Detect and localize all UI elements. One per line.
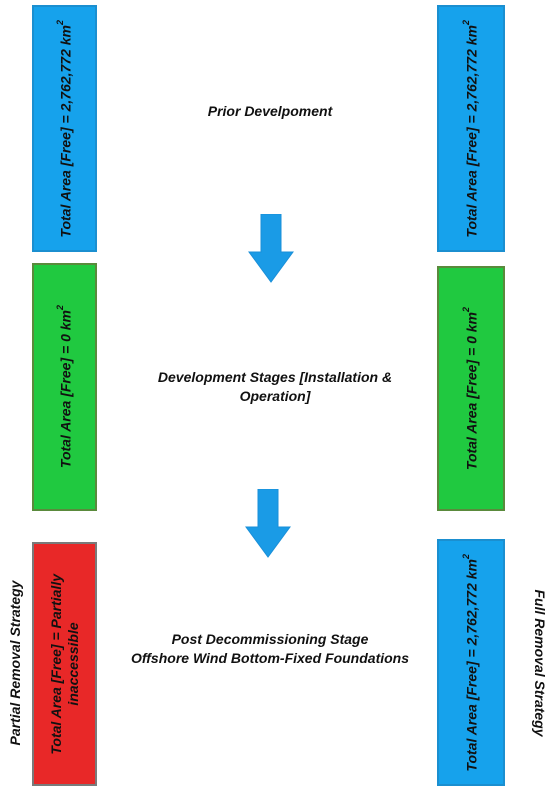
- right-post-area-label: Total Area [Free] = 2,762,772 km2: [461, 554, 480, 772]
- left-prior-area-unit-sup: 2: [54, 19, 65, 25]
- stage-development-line2: Operation]: [239, 387, 311, 404]
- down-arrow-icon: [245, 489, 291, 558]
- right-development-area-text: Total Area [Free] = 0 km: [463, 311, 480, 471]
- down-arrow-icon: [248, 214, 294, 283]
- right-post-area-unit-sup: 2: [461, 553, 472, 559]
- left-post-area-label: Total Area [Free] = Partially inaccessib…: [48, 574, 82, 755]
- right-post-area-bar: Total Area [Free] = 2,762,772 km2: [437, 539, 505, 786]
- stage-post-label: Post Decommissioning Stage Offshore Wind…: [120, 630, 420, 668]
- right-post-area-text: Total Area [Free] = 2,762,772 km: [463, 558, 480, 772]
- left-post-area-line1: Total Area [Free] = Partially: [47, 573, 64, 755]
- left-development-area-text: Total Area [Free] = 0 km: [57, 310, 74, 469]
- stage-development-line1: Development Stages [Installation &: [157, 369, 393, 385]
- stage-post-line1: Post Decommissioning Stage: [171, 631, 369, 647]
- right-prior-area-unit-sup: 2: [461, 19, 472, 25]
- left-post-area-line2: inaccessible: [64, 622, 81, 706]
- left-development-area-bar: Total Area [Free] = 0 km2: [32, 263, 97, 511]
- left-development-area-unit-sup: 2: [54, 305, 65, 311]
- stage-post-line2: Offshore Wind Bottom-Fixed Foundations: [130, 649, 410, 666]
- left-development-area-label: Total Area [Free] = 0 km2: [55, 305, 74, 468]
- right-development-area-label: Total Area [Free] = 0 km2: [461, 307, 480, 470]
- full-removal-strategy-label: Full Removal Strategy: [532, 589, 548, 737]
- right-development-area-unit-sup: 2: [461, 306, 472, 312]
- stage-prior-text: Prior Develpoment: [207, 103, 333, 119]
- left-post-area-bar: Total Area [Free] = Partially inaccessib…: [32, 542, 97, 786]
- stage-development-label: Development Stages [Installation & Opera…: [130, 368, 420, 406]
- partial-removal-strategy-label: Partial Removal Strategy: [7, 580, 23, 746]
- left-prior-area-bar: Total Area [Free] = 2,762,772 km2: [32, 5, 97, 252]
- left-prior-area-text: Total Area [Free] = 2,762,772 km: [57, 24, 74, 238]
- stage-prior-label: Prior Develpoment: [150, 102, 390, 121]
- right-development-area-bar: Total Area [Free] = 0 km2: [437, 266, 505, 511]
- right-prior-area-text: Total Area [Free] = 2,762,772 km: [463, 24, 480, 238]
- left-prior-area-label: Total Area [Free] = 2,762,772 km2: [55, 20, 74, 238]
- right-prior-area-bar: Total Area [Free] = 2,762,772 km2: [437, 5, 505, 252]
- right-prior-area-label: Total Area [Free] = 2,762,772 km2: [461, 20, 480, 238]
